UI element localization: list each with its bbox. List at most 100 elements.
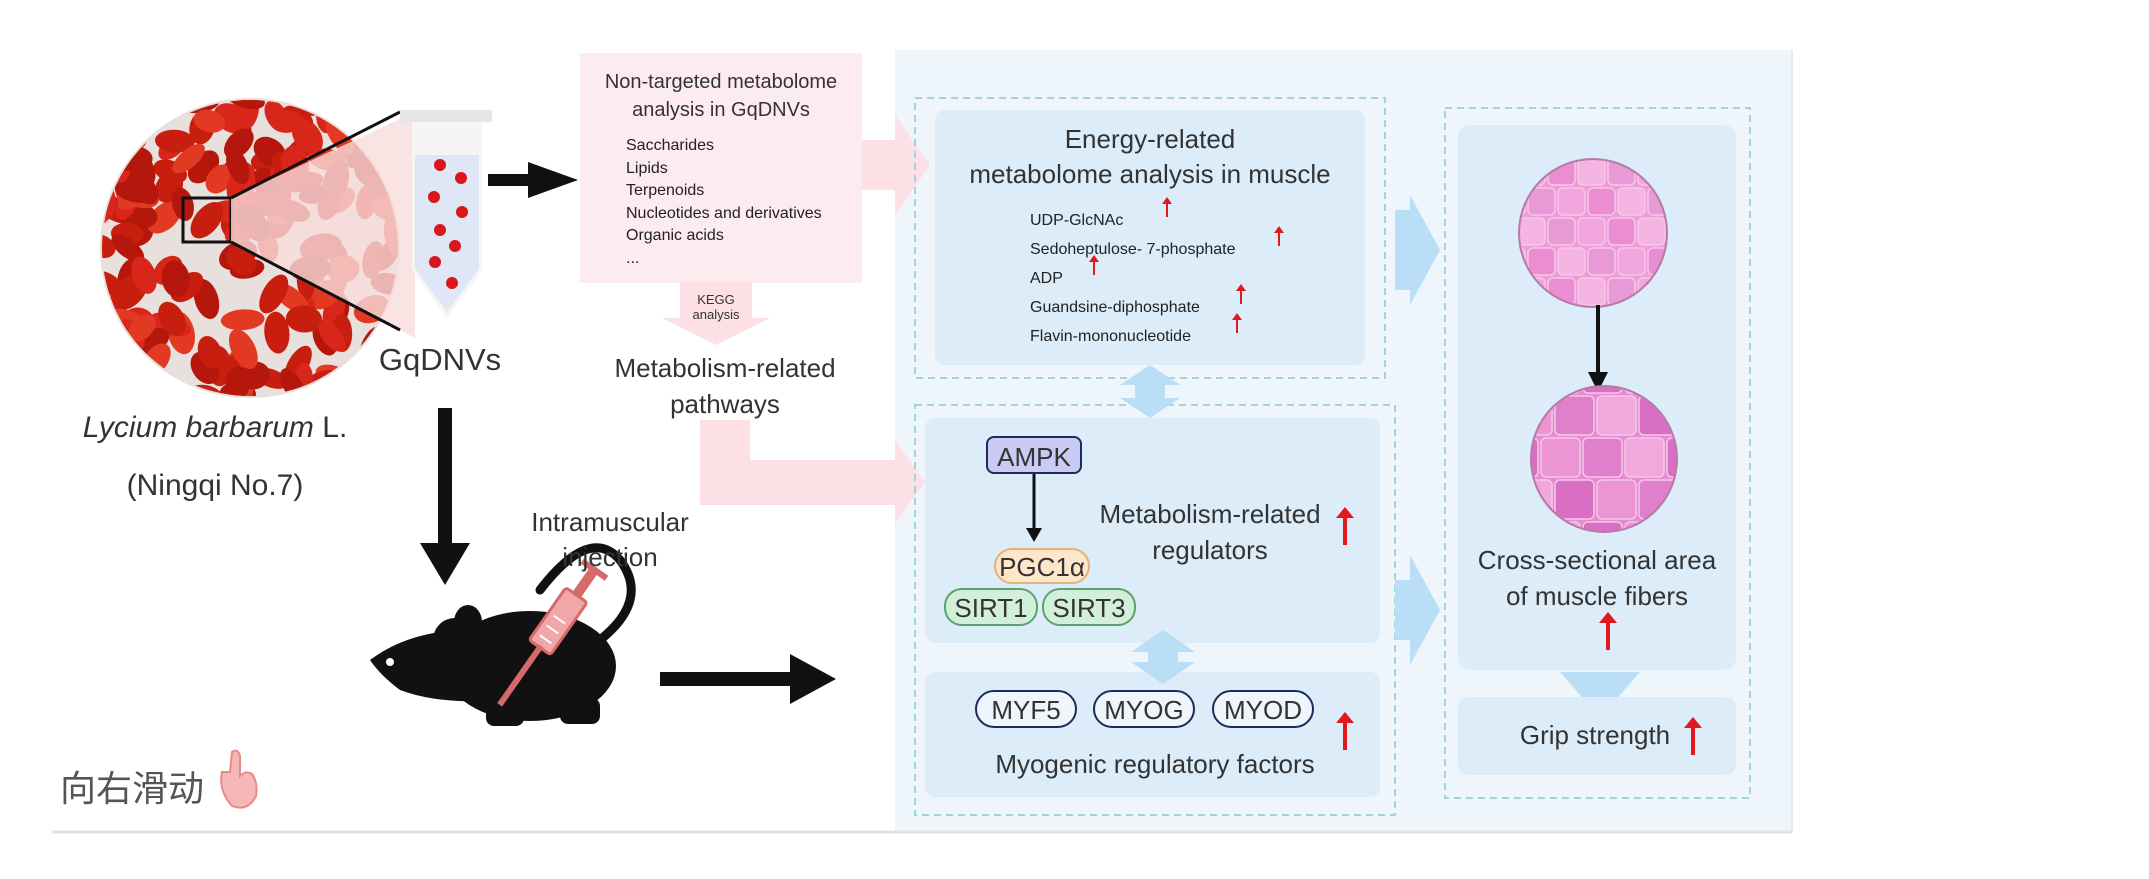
arrow-to-muscle: [660, 654, 836, 704]
pathways-label-1: Metabolism-related: [614, 353, 836, 383]
energy-box: [935, 110, 1365, 365]
injection-label-1: Intramuscular: [531, 507, 689, 537]
muscle-fiber-cell: [1554, 479, 1595, 520]
pointing-hand-icon: [220, 749, 258, 809]
muscle-fiber-cell: [1624, 437, 1665, 478]
swipe-hint[interactable]: 向右滑动: [60, 769, 205, 810]
regulators-label-2: regulators: [1152, 535, 1268, 565]
increase-arrow-head: [1274, 226, 1284, 233]
goji-berry: [205, 164, 234, 194]
goji-berry: [285, 305, 323, 333]
regulators-label-1: Metabolism-related: [1099, 499, 1321, 529]
myog-box: MYOG: [1093, 690, 1195, 728]
blue-arrow-down-grip: [1560, 672, 1640, 697]
kegg-label-2: analysis: [692, 307, 740, 322]
goji-berry: [225, 366, 251, 396]
muscle-fiber-cell: [1596, 479, 1637, 520]
pink-arrow-l-shape: [700, 420, 925, 524]
syringe-icon: [497, 558, 609, 707]
goji-berry: [172, 143, 205, 174]
energy-title-1: Energy-related: [1064, 124, 1236, 154]
myogenic-label: Myogenic regulatory factors: [995, 749, 1315, 779]
energy-item: Sedoheptulose- 7-phosphate: [1030, 241, 1236, 258]
grip-strength-label: Grip strength: [1519, 720, 1671, 750]
fibers-label-2: of muscle fibers: [1505, 581, 1689, 611]
metabolome-list: Saccharides Lipids Terpenoids Nucleotide…: [626, 135, 822, 270]
metabolome-title-1: Non-targeted metabolome: [604, 71, 838, 93]
goji-berry: [111, 234, 145, 263]
species-label: Lycium barbarum L.: [82, 411, 348, 444]
goji-berry: [264, 100, 289, 132]
muscle-fiber-cell: [1527, 187, 1556, 216]
muscle-fiber-cell: [1557, 247, 1586, 276]
energy-item: Flavin-mononucleotide: [1030, 328, 1191, 345]
blue-arrow-right-bottom: [1395, 555, 1440, 665]
goji-berry: [220, 309, 265, 331]
arrow-down-left: [420, 408, 470, 585]
injection-label-2: injection: [562, 542, 658, 572]
regulators-box: [925, 418, 1380, 643]
sirt1-box: SIRT1: [944, 588, 1038, 626]
goji-berry: [131, 256, 157, 294]
vesicle-label: GqDNVs: [378, 342, 502, 377]
metabolome-title-2: analysis in GqDNVs: [632, 99, 810, 121]
increase-arrow-head: [1599, 612, 1617, 623]
muscle-fiber-cell: [1554, 395, 1595, 436]
goji-berry: [224, 100, 265, 110]
double-arrow-regulators-myogenic: [1131, 630, 1195, 684]
muscle-fiber-cell: [1607, 217, 1636, 246]
muscle-fiber-cell: [1540, 437, 1581, 478]
ampk-box: AMPK: [986, 436, 1082, 474]
blue-arrow-right-top: [1395, 195, 1440, 305]
muscle-fiber-cell: [1582, 387, 1623, 394]
mouse-silhouette: [370, 543, 636, 726]
muscle-fiber-cell: [1666, 437, 1676, 478]
energy-item: ADP: [1030, 270, 1063, 287]
goji-berry: [226, 246, 257, 276]
muscle-fiber-cell: [1587, 247, 1616, 276]
myf5-box: MYF5: [975, 690, 1077, 728]
goji-berry: [228, 329, 258, 370]
fibers-label-1: Cross-sectional area: [1477, 545, 1717, 575]
increase-arrow-head: [1336, 712, 1354, 723]
energy-item: UDP-GlcNAc: [1030, 212, 1124, 229]
pink-arrow-right: [862, 115, 930, 215]
muscle-fiber-cell: [1547, 217, 1576, 246]
goji-berry: [155, 129, 195, 153]
goji-berry: [102, 271, 124, 297]
goji-berry: [318, 320, 346, 352]
metabolome-item: Terpenoids: [626, 182, 705, 199]
double-arrow-energy-regulators: [1120, 365, 1180, 418]
increase-arrow-head: [1336, 507, 1354, 518]
goji-berry: [259, 274, 289, 314]
goji-berry: [161, 260, 190, 298]
metabolome-item: ...: [626, 249, 640, 267]
pink-arrow-down: [662, 282, 770, 345]
muscle-fiber-cell: [1596, 395, 1637, 436]
muscle-fiber-cell: [1577, 217, 1606, 246]
arrow-to-metabolome: [488, 162, 578, 198]
muscle-fiber-cell: [1637, 217, 1666, 246]
goji-berry: [291, 119, 323, 154]
kegg-label-1: KEGG: [697, 292, 735, 307]
muscle-fiber-cell: [1582, 437, 1623, 478]
muscle-fiber-cell: [1527, 247, 1556, 276]
muscle-fiber-cell: [1582, 521, 1623, 531]
muscle-fiber-cell: [1520, 217, 1546, 246]
increase-arrow-head: [1684, 717, 1702, 728]
fibers-dashed-box: [1444, 107, 1751, 799]
goji-berry: [190, 201, 224, 239]
energy-item: Guandsine-diphosphate: [1030, 299, 1200, 316]
metabolome-item: Lipids: [626, 159, 668, 177]
increase-arrow-head: [1162, 197, 1172, 204]
pgc1a-box: PGC1α: [994, 548, 1090, 584]
pathways-label-2: pathways: [670, 389, 780, 419]
muscle-fiber-cell: [1617, 247, 1646, 276]
increase-arrow-head: [1089, 255, 1099, 262]
grip-box: [1458, 697, 1736, 775]
goji-berry: [226, 148, 250, 184]
muscle-fiber-cell: [1587, 187, 1616, 216]
sirt3-box: SIRT3: [1042, 588, 1136, 626]
